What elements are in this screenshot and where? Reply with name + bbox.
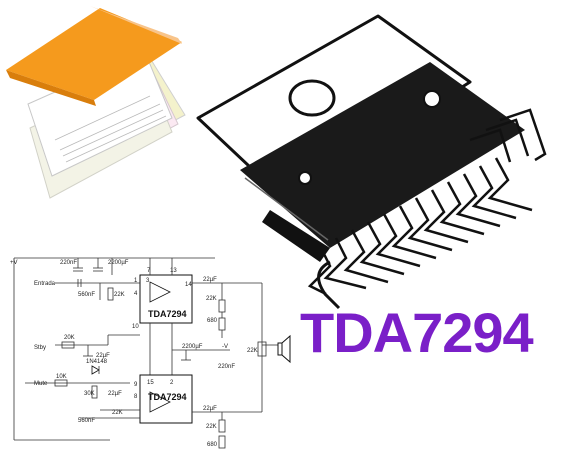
pin-label: 9 [134, 382, 138, 388]
label-c-22uf-1: 22µF [203, 277, 217, 283]
notepad-icon [6, 6, 186, 199]
label-mute: Mute [34, 381, 48, 387]
pin-label: 7 [147, 268, 151, 274]
label-r-22k-4: 22K [206, 424, 217, 430]
label-c-22uf-4: 22µF [203, 406, 217, 412]
ic-package-icon [196, 14, 547, 310]
label-c-220nf-b: 220nF [218, 364, 235, 370]
label-c-22uf-3: 22µF [108, 391, 122, 397]
label-r-22k-2: 22K [206, 296, 217, 302]
pin-label: 15 [147, 380, 154, 386]
schematic-diagram [13, 257, 278, 449]
label-r-30k: 30K [84, 391, 95, 397]
label-stby: Stby [34, 345, 46, 351]
chip-title: TDA7294 [300, 301, 534, 364]
pin-label: 10 [132, 324, 139, 330]
label-r-680-1: 680 [207, 318, 218, 324]
schematic-labels: +V 220nF 2200µF Entrada 560nF 22K TDA729… [10, 260, 258, 448]
label-r-22k-5: 22K [247, 348, 258, 354]
pin-label: 8 [134, 394, 138, 400]
pin-label: 2 [170, 380, 174, 386]
label-c-220nf: 220nF [60, 260, 77, 266]
label-ic2: TDA7294 [148, 392, 187, 402]
label-r-22k-1: 22K [114, 292, 125, 298]
label-c-2200uf: 2200µF [108, 260, 129, 266]
pin-label: 4 [134, 291, 138, 297]
label-r-22k-3: 22K [112, 410, 123, 416]
pin-label: 14 [185, 282, 192, 288]
label-plus-v: +V [10, 260, 18, 266]
label-c-560nf-1: 560nF [78, 292, 95, 298]
label-diode: 1N4148 [86, 359, 108, 365]
label-c-22uf-2: 22µF [96, 353, 110, 359]
label-minus-v: -V [222, 344, 228, 350]
label-r-20k: 20K [64, 335, 75, 341]
label-ic1: TDA7294 [148, 309, 187, 319]
label-c-560nf-2: 560nF [78, 418, 95, 424]
pin-label: 3 [146, 278, 150, 284]
label-r-10k: 10K [56, 374, 67, 380]
speaker-icon [277, 334, 291, 364]
label-r-680-2: 680 [207, 442, 218, 448]
label-entrada: Entrada [34, 281, 56, 287]
pin-label: 1 [134, 278, 138, 284]
pin-label: 13 [170, 268, 177, 274]
label-c-2200uf-b: 2200µF [182, 344, 203, 350]
